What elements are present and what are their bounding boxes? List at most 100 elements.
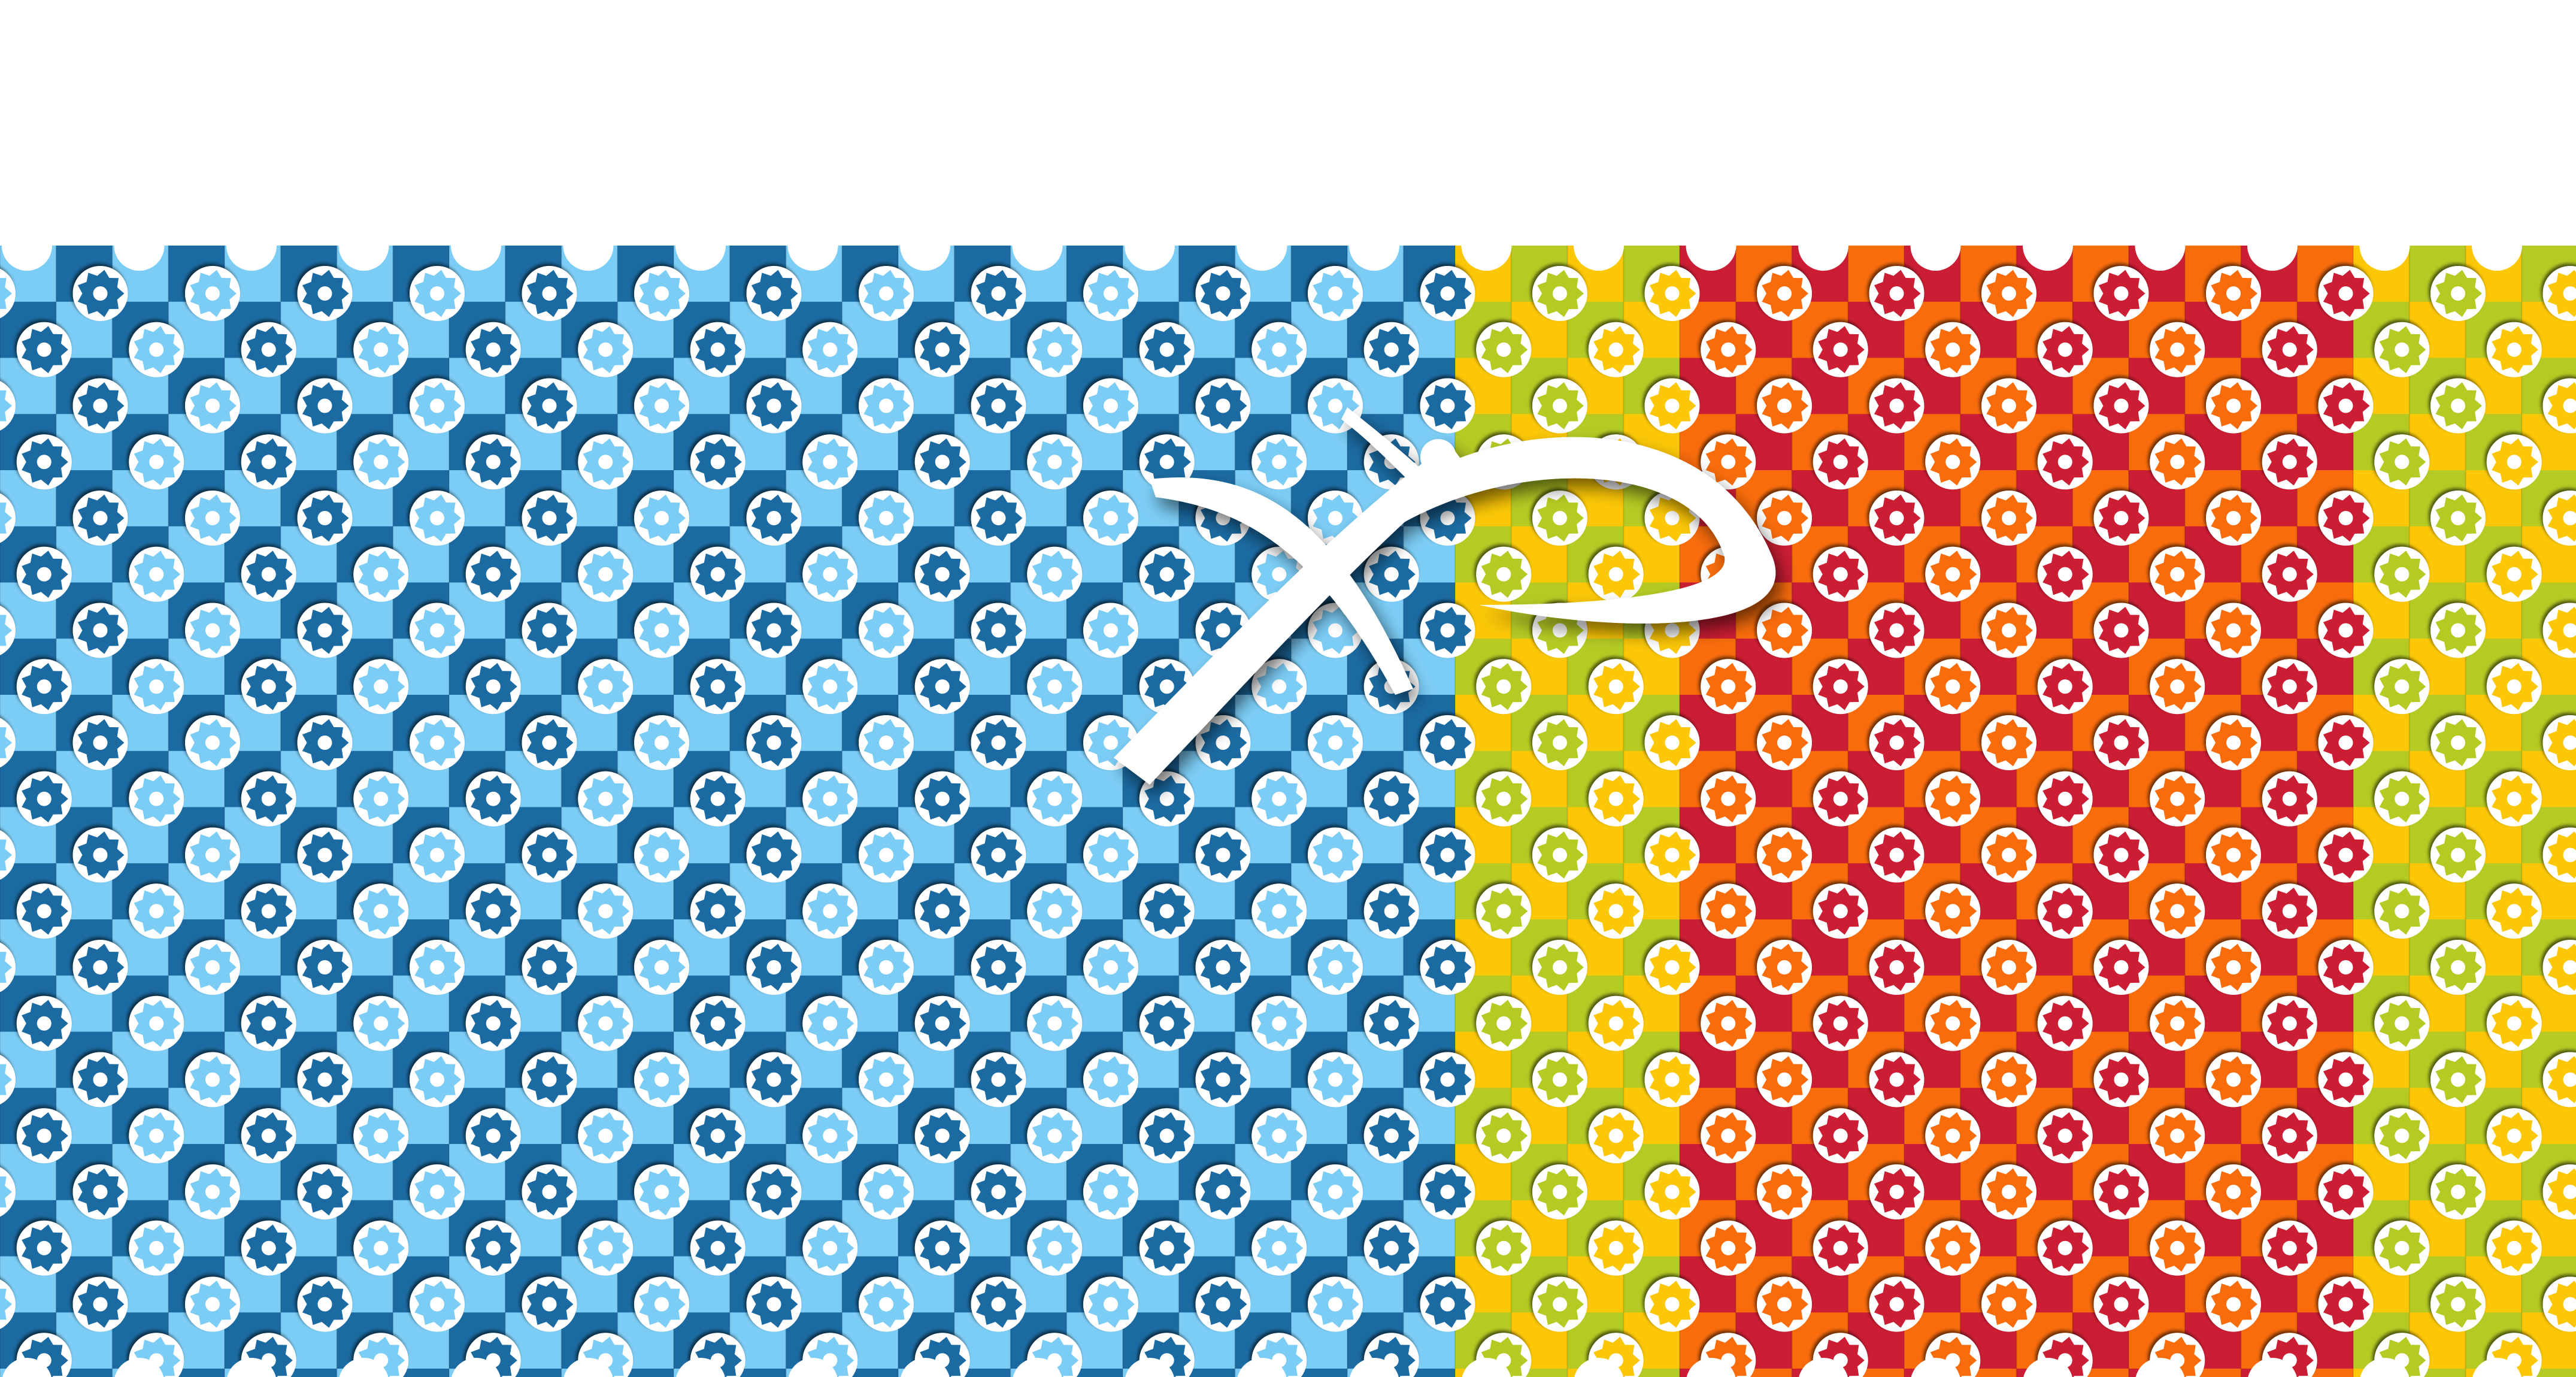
gear-axle bbox=[1553, 1297, 1567, 1312]
gear-axle bbox=[935, 679, 950, 694]
gear-axle bbox=[1047, 342, 1062, 357]
gear-axle bbox=[317, 398, 332, 413]
scallop bbox=[787, 220, 838, 271]
gear-axle bbox=[1384, 1128, 1399, 1143]
gear-axle bbox=[935, 342, 950, 357]
gear-axle bbox=[1721, 1016, 1736, 1031]
gear-axle bbox=[1272, 1016, 1287, 1031]
gear-axle bbox=[1833, 791, 1848, 806]
gear-axle bbox=[317, 960, 332, 975]
scallop bbox=[1349, 220, 1399, 271]
gear-axle bbox=[37, 791, 51, 806]
gear-axle bbox=[2002, 623, 2016, 638]
gear-axle bbox=[2507, 791, 2522, 806]
gear-axle bbox=[37, 455, 51, 470]
gear-axle bbox=[1272, 904, 1287, 919]
gear-axle bbox=[1721, 679, 1736, 694]
gear-axle bbox=[1833, 1128, 1848, 1143]
gear-axle bbox=[1047, 455, 1062, 470]
gear-axle bbox=[1496, 1128, 1511, 1143]
gear-icon bbox=[2547, 719, 2576, 767]
scallop bbox=[1574, 1358, 1623, 1377]
gear-axle bbox=[2395, 679, 2410, 694]
gear-axle bbox=[766, 286, 781, 301]
gear-axle bbox=[37, 1016, 51, 1031]
gear-axle bbox=[2170, 455, 2185, 470]
gear-axle bbox=[1159, 342, 1174, 357]
gear-axle bbox=[710, 455, 725, 470]
gear-axle bbox=[430, 286, 444, 301]
gear-axle bbox=[654, 286, 669, 301]
gear-axle bbox=[1328, 1072, 1342, 1087]
gear-axle bbox=[710, 342, 725, 357]
gear-axle bbox=[1159, 567, 1174, 582]
scallop bbox=[1911, 1358, 1960, 1377]
gear-axle bbox=[1721, 1128, 1736, 1143]
scallop bbox=[676, 1358, 725, 1377]
gear-axle bbox=[710, 1240, 725, 1255]
gear-axle bbox=[1159, 791, 1174, 806]
gear-axle bbox=[149, 679, 164, 694]
gear-axle bbox=[1159, 1128, 1174, 1143]
scallop bbox=[2472, 220, 2522, 271]
gear-axle bbox=[2451, 398, 2465, 413]
checker-tile bbox=[954, 1369, 1011, 1377]
gear-axle bbox=[542, 1072, 557, 1087]
gear-axle bbox=[823, 567, 838, 582]
gear-axle bbox=[1104, 398, 1118, 413]
gear-axle bbox=[93, 1297, 108, 1312]
gear-axle bbox=[1553, 286, 1567, 301]
scallop bbox=[1125, 220, 1175, 271]
gear-axle bbox=[1665, 398, 1680, 413]
gear-axle bbox=[654, 736, 669, 750]
gear-axle bbox=[1328, 848, 1342, 862]
gear-axle bbox=[2507, 1240, 2522, 1255]
scallop bbox=[338, 220, 389, 271]
gear-axle bbox=[1777, 1185, 1792, 1199]
checker-tile bbox=[280, 1369, 337, 1377]
gear-axle bbox=[1272, 679, 1287, 694]
gear-axle bbox=[1272, 567, 1287, 582]
gear-axle bbox=[149, 567, 164, 582]
gear-axle bbox=[205, 848, 220, 862]
gear-axle bbox=[486, 791, 501, 806]
gear-axle bbox=[2451, 623, 2465, 638]
gear-axle bbox=[1440, 960, 1455, 975]
gear-axle bbox=[1104, 1072, 1118, 1087]
gear-axle bbox=[486, 1128, 501, 1143]
gear-axle bbox=[2002, 1297, 2016, 1312]
gear-axle bbox=[430, 1185, 444, 1199]
gear-axle bbox=[542, 511, 557, 525]
gear-icon bbox=[0, 952, 12, 983]
gear-axle bbox=[879, 398, 893, 413]
gear-axle bbox=[1384, 1240, 1399, 1255]
gear-axle bbox=[2395, 567, 2410, 582]
gear-axle bbox=[879, 736, 893, 750]
gear-axle bbox=[823, 342, 838, 357]
gear-axle bbox=[2563, 1297, 2576, 1312]
gear-axle bbox=[1777, 286, 1792, 301]
gear-axle bbox=[486, 1016, 501, 1031]
gear-axle bbox=[430, 398, 444, 413]
gear-axle bbox=[1104, 286, 1118, 301]
gear-axle bbox=[430, 511, 444, 525]
gear-axle bbox=[261, 1016, 276, 1031]
gear-axle bbox=[654, 623, 669, 638]
scallop bbox=[1910, 220, 1961, 271]
gear-pattern bbox=[0, 266, 2576, 1377]
gear-axle bbox=[2170, 1240, 2185, 1255]
gear-axle bbox=[2002, 848, 2016, 862]
gear-axle bbox=[2282, 1016, 2297, 1031]
gear-axle bbox=[1553, 960, 1567, 975]
gear-axle bbox=[766, 1185, 781, 1199]
gear-axle bbox=[1384, 904, 1399, 919]
scallop bbox=[901, 1358, 950, 1377]
gear-icon bbox=[2547, 1056, 2576, 1103]
gear-axle bbox=[1889, 1297, 1904, 1312]
gear-axle bbox=[1272, 455, 1287, 470]
gear-axle bbox=[2338, 398, 2353, 413]
gear-axle bbox=[1665, 848, 1680, 862]
gear-axle bbox=[317, 286, 332, 301]
gear-icon bbox=[0, 727, 12, 758]
gear-axle bbox=[2451, 848, 2465, 862]
